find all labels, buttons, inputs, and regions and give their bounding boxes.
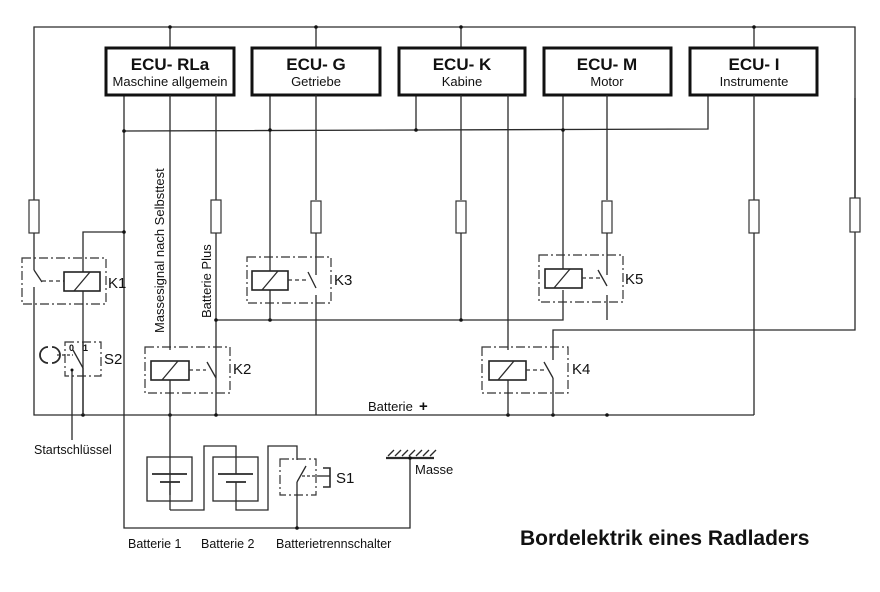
ecu-m[interactable]: ECU- M Motor: [542, 46, 673, 97]
ecu-g-description: Getriebe: [291, 74, 341, 89]
switch-s1-label: S1: [336, 470, 354, 487]
fuse-2: [210, 199, 222, 234]
relay-k2-label: K2: [233, 361, 251, 378]
ecu-m-description: Motor: [590, 74, 624, 89]
ecu-m-name: ECU- M: [577, 55, 637, 74]
batterie-plus-vertical-label: Batterie Plus: [199, 244, 214, 318]
relay-k4-label: K4: [572, 361, 590, 378]
relay-k5-label: K5: [625, 271, 643, 288]
fuse-3: [310, 200, 322, 234]
ecu-i-name: ECU- I: [729, 55, 780, 74]
ecu-k-description: Kabine: [442, 74, 482, 89]
plus-sign: +: [419, 398, 428, 415]
fuse-1: [28, 199, 40, 234]
relay-k2[interactable]: K2: [144, 346, 251, 495]
relay-k3[interactable]: K3: [246, 256, 352, 304]
fuse-7: [849, 197, 861, 233]
ground-wire: [123, 458, 411, 530]
battery-1[interactable]: [146, 456, 193, 510]
relay-k1-label: K1: [108, 275, 126, 292]
relay-k1[interactable]: K1: [21, 230, 126, 415]
relay-k5[interactable]: K5: [538, 254, 643, 303]
fuse-4: [455, 200, 467, 234]
ground-symbol: [386, 449, 437, 460]
relay-k4[interactable]: K4: [481, 346, 590, 415]
ecu-rla-description: Maschine allgemein: [113, 74, 228, 89]
batterie-2-label: Batterie 2: [201, 537, 255, 551]
fuse-output-wires: [214, 98, 856, 415]
switch-s2[interactable]: 0 1 S2: [39, 341, 122, 440]
switch-s2-label: S2: [104, 351, 122, 368]
ecu-bus-wire: [122, 95, 709, 495]
switch-s1-batterietrennschalter[interactable]: S1: [279, 458, 354, 528]
ecu-g[interactable]: ECU- G Getriebe: [250, 46, 382, 97]
batterie-1-label: Batterie 1: [128, 537, 182, 551]
battery-2[interactable]: [170, 445, 298, 511]
ecu-k[interactable]: ECU- K Kabine: [397, 46, 527, 97]
massesignal-label: Massesignal nach Selbsttest: [152, 168, 167, 333]
ecu-i[interactable]: ECU- I Instrumente: [688, 46, 819, 97]
masse-label: Masse: [415, 462, 453, 477]
diagram-title: Bordelektrik eines Radladers: [520, 527, 809, 550]
ecu-i-description: Instrumente: [720, 74, 789, 89]
ecu-output-wires: [169, 95, 755, 350]
fuse-5: [601, 200, 613, 234]
batterie-plus-bus: [33, 300, 754, 417]
ecu-g-name: ECU- G: [286, 55, 346, 74]
startschluessel-label: Startschlüssel: [34, 443, 112, 457]
ecu-k-name: ECU- K: [433, 55, 492, 74]
ecu-rla[interactable]: ECU- RLa Maschine allgemein: [104, 46, 236, 97]
fuse-6: [748, 199, 760, 234]
relay-k3-label: K3: [334, 272, 352, 289]
batterie-plus-label: Batterie: [368, 399, 413, 414]
s2-position-1: 1: [83, 343, 88, 353]
batterietrennschalter-label: Batterietrennschalter: [276, 537, 391, 551]
ecu-rla-name: ECU- RLa: [131, 55, 210, 74]
s2-position-0: 0: [69, 343, 74, 353]
